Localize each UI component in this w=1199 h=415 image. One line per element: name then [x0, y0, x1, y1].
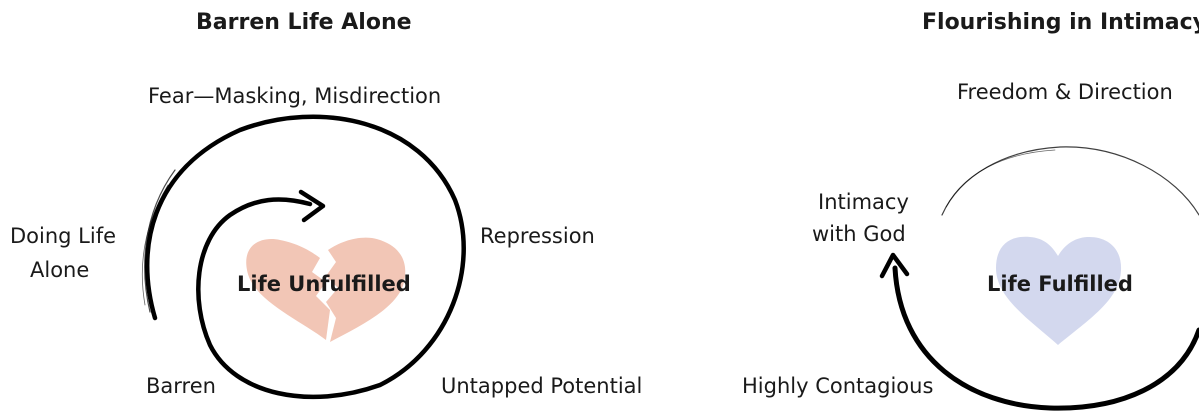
left-center-label: Life Unfulfilled: [237, 272, 411, 296]
left-top-label: Fear—Masking, Misdirection: [148, 84, 442, 108]
right-left-label-line2: with God: [812, 222, 906, 246]
right-center-label: Life Fulfilled: [987, 272, 1133, 296]
heart-icon: [996, 236, 1122, 345]
broken-heart-icon: [246, 237, 406, 342]
left-bottom-right-label: Untapped Potential: [441, 374, 643, 398]
right-left-label-line1: Intimacy: [818, 190, 909, 214]
right-bottom-label: Highly Contagious: [742, 374, 934, 398]
left-right-label: Repression: [480, 224, 595, 248]
left-left-label-line2: Alone: [30, 258, 90, 282]
spiral-arrow-icon: [141, 114, 466, 400]
right-diagram-title: Flourishing in Intimacy: [922, 10, 1199, 35]
left-left-label-line1: Doing Life: [10, 224, 117, 248]
right-top-label: Freedom & Direction: [957, 80, 1173, 104]
broken-heart-right-half: [326, 237, 406, 342]
left-bottom-left-label: Barren: [146, 374, 216, 398]
left-diagram-title: Barren Life Alone: [196, 10, 412, 35]
broken-heart-left-half: [246, 239, 330, 340]
circular-arrow-icon: [879, 146, 1199, 411]
